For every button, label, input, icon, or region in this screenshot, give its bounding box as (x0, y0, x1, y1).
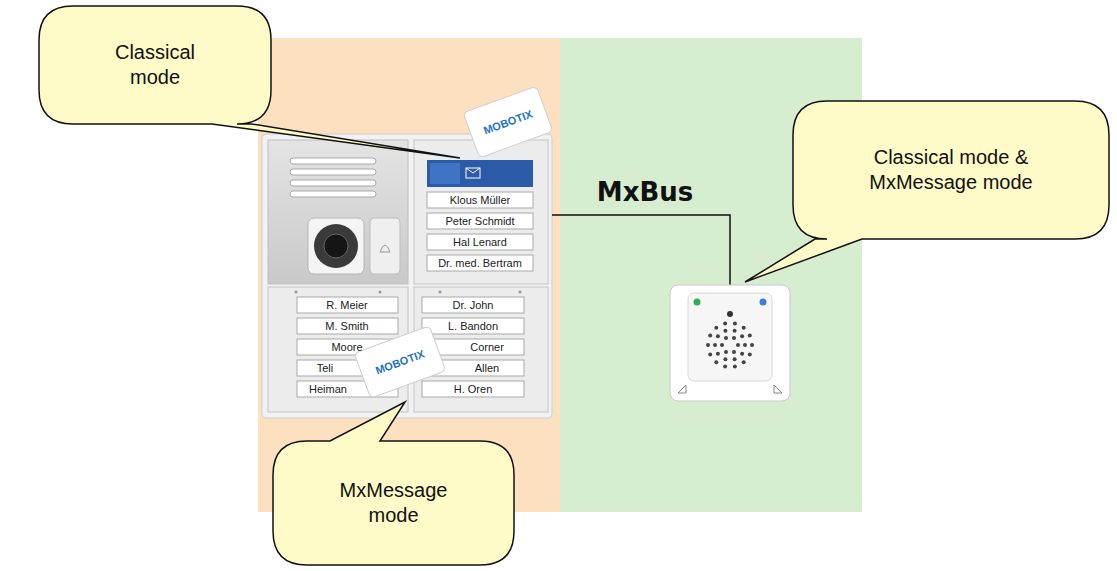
bell-icon (380, 245, 390, 252)
speaker-dot (733, 364, 737, 368)
speaker-dot (723, 322, 727, 326)
speaker-grille (290, 158, 376, 197)
name-plate-text: L. Bandon (448, 320, 498, 332)
name-plates (427, 192, 533, 271)
indoor-button (678, 385, 686, 393)
callout-bubble: Classical mode (38, 5, 272, 125)
speaker-dot (742, 326, 746, 330)
callout-shape (745, 101, 1109, 282)
name-plate-text: Peter Schmidt (445, 215, 514, 227)
display (427, 160, 533, 187)
callout-outline (38, 5, 272, 125)
bell-button (370, 218, 400, 274)
card-logo: MOBOTIX (482, 108, 534, 137)
camera-lens (314, 224, 358, 268)
callout-shape (273, 402, 514, 565)
speaker-dot (723, 364, 727, 368)
speaker-dot (713, 343, 717, 347)
lens-plate (308, 218, 364, 274)
name-plate-text: Hal Lenard (453, 236, 507, 248)
callout-outline (792, 100, 1110, 240)
bus-label: MxBus (597, 177, 693, 207)
speaker-dot (750, 343, 754, 347)
speaker-dot (742, 360, 746, 364)
name-plate-text: Klous Müller (450, 194, 511, 206)
name-plate-text: R. Meier (326, 299, 368, 311)
indoor-button (774, 385, 782, 393)
door-station-frame (262, 134, 552, 418)
callout-bubble: MxMessage mode (272, 440, 515, 566)
led-blue (760, 299, 767, 306)
speaker-dot (708, 334, 712, 338)
speaker-dot (706, 343, 710, 347)
speaker-dot (743, 343, 747, 347)
name-plate-text: Heiman (309, 383, 347, 395)
speaker-dot (723, 357, 727, 361)
callout-shape (39, 6, 460, 158)
info-module (414, 140, 548, 284)
name-plate-text: Dr. med. Bertram (438, 257, 522, 269)
speaker-dot (724, 350, 728, 354)
envelope-flap (466, 168, 480, 173)
led-green (694, 299, 701, 306)
name-plate-text: Teli (317, 362, 334, 374)
callout-text: Classical mode (95, 40, 215, 90)
speaker-dot (748, 334, 752, 338)
speaker-dot (708, 353, 712, 357)
rfid-card (354, 326, 446, 398)
camera-module (268, 140, 408, 284)
speaker-dot (723, 329, 727, 333)
speaker-dot (740, 352, 744, 356)
envelope-icon (466, 168, 480, 178)
callout-text: MxMessage mode (329, 478, 459, 528)
speaker-dot (733, 357, 737, 361)
callout-outline (272, 440, 515, 566)
speaker-dot (724, 336, 728, 340)
speaker-dot (736, 343, 740, 347)
speaker-dot (716, 352, 720, 356)
name-plate-text: Corner (470, 341, 504, 353)
speaker-dot (748, 353, 752, 357)
speaker-dot (733, 329, 737, 333)
speaker-dot (714, 326, 718, 330)
mxbus-wire (552, 215, 730, 285)
speaker-dot (733, 322, 737, 326)
speaker-dot (740, 334, 744, 338)
name-plate-text: Moore (331, 341, 362, 353)
speaker-dot (716, 334, 720, 338)
indoor-station-face (688, 293, 772, 381)
speaker-dot (732, 336, 736, 340)
speaker-dot (732, 350, 736, 354)
callout-text: Classical mode & MxMessage mode (846, 145, 1056, 195)
camera-lens-inner (324, 234, 348, 258)
name-plate-text: Allen (475, 362, 499, 374)
indoor-station (670, 285, 790, 401)
name-plate-text: H. Oren (454, 383, 493, 395)
name-plate-text: Dr. John (453, 299, 494, 311)
speaker-dots (706, 322, 754, 369)
rfid-card (463, 86, 553, 158)
indoor-camera (727, 311, 733, 317)
module-dots (295, 148, 522, 294)
speaker-dot (714, 360, 718, 364)
display-icon (430, 163, 460, 184)
callout-bubble: Classical mode & MxMessage mode (792, 100, 1110, 240)
speaker-dot (720, 343, 724, 347)
name-plate-text: M. Smith (325, 320, 368, 332)
card-logo: MOBOTIX (374, 348, 426, 377)
